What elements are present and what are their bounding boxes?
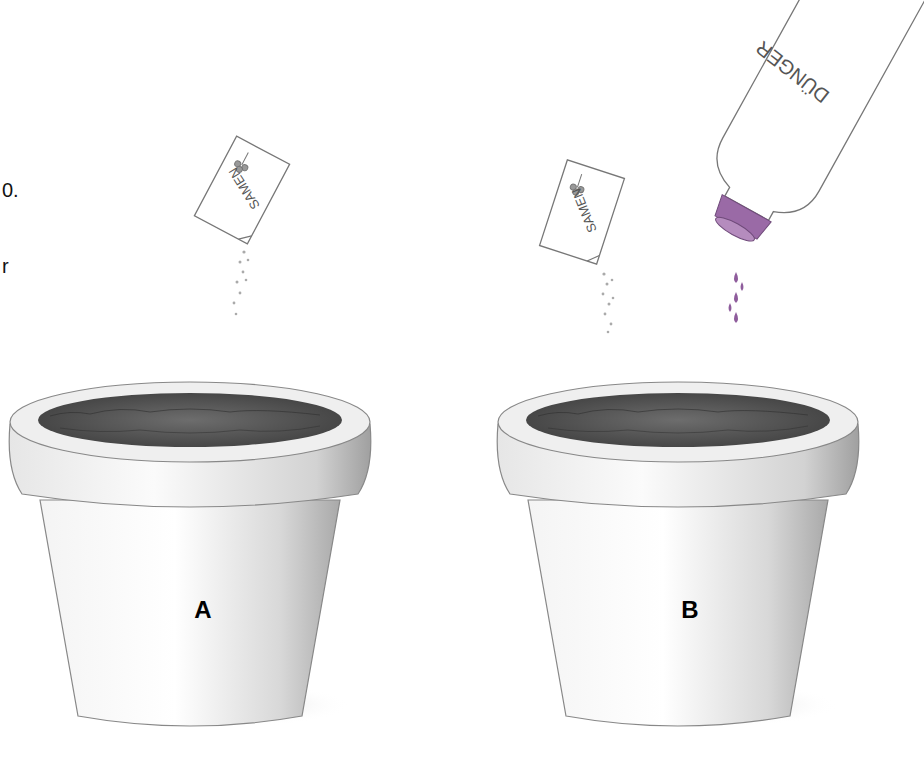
cut-off-text: r bbox=[2, 256, 9, 276]
cut-off-text: 0. bbox=[2, 180, 19, 200]
pot-letter: B bbox=[681, 598, 698, 622]
pot-letter: A bbox=[194, 598, 211, 622]
